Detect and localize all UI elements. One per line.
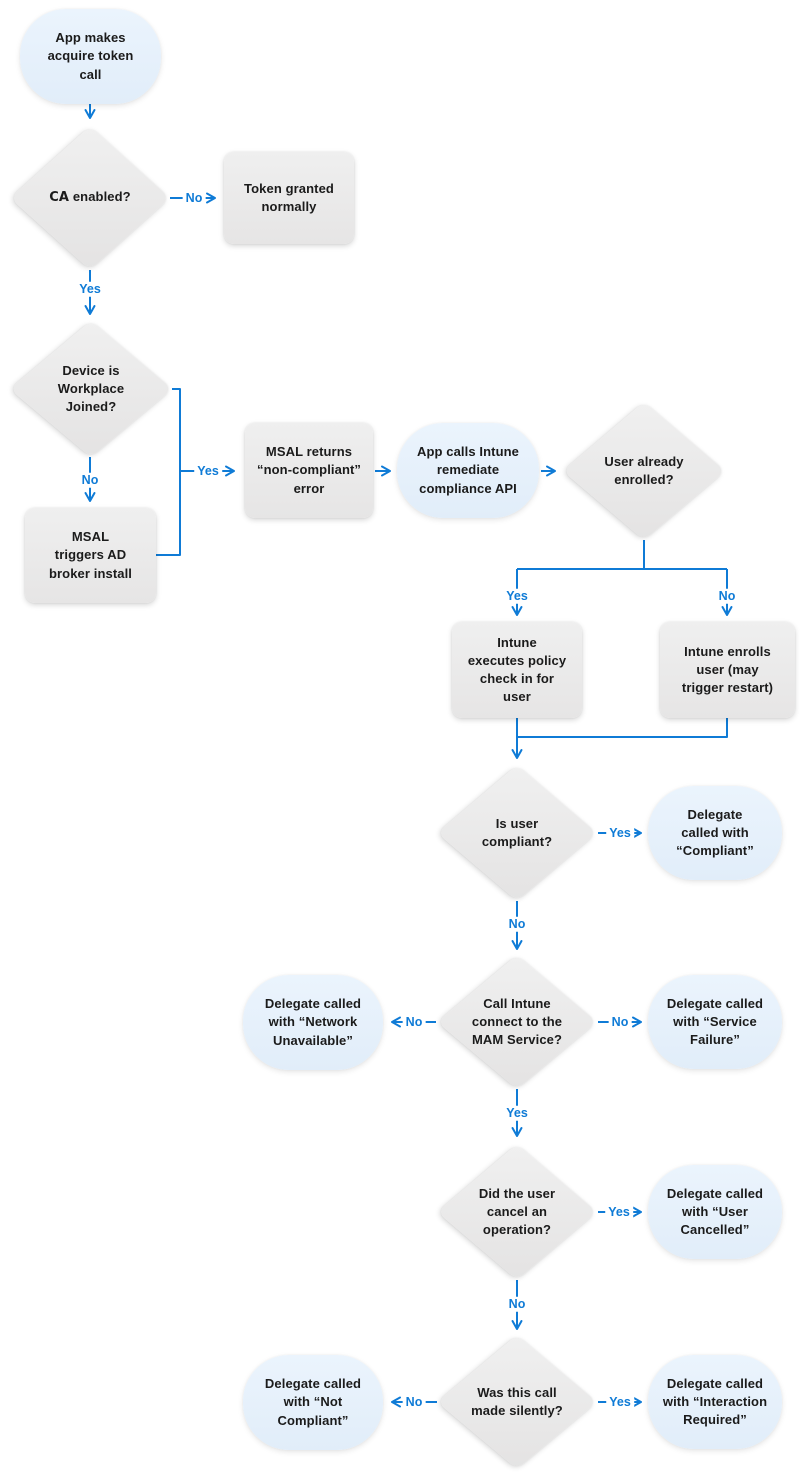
node-text: Delegate called with “Interaction Requir…: [662, 1375, 768, 1428]
result-delegate-not-compliant: Delegate called with “Not Compliant”: [243, 1355, 383, 1450]
edge-enrolled-split-bar: [517, 540, 727, 570]
node-text: Delegate called with “User Cancelled”: [666, 1185, 764, 1238]
edge-label-mam-no-left: No: [402, 1014, 426, 1030]
decision-mam-service-connect: Call Intune connect to the MAM Service?: [437, 954, 597, 1090]
edge-label-enrolled-yes: Yes: [503, 588, 531, 604]
decision-user-already-enrolled: User already enrolled?: [562, 401, 726, 541]
process-msal-broker-install: MSAL triggers AD broker install: [25, 508, 156, 603]
decision-call-made-silently: Was this call made silently?: [437, 1334, 597, 1470]
edge-label-silent-no: No: [402, 1394, 426, 1410]
node-text: Delegate called with “Service Failure”: [666, 995, 764, 1048]
node-text: Did the user cancel an operation?: [478, 1185, 556, 1238]
edge-label-ca-yes: Yes: [76, 281, 104, 297]
edge-label-ca-no: No: [182, 190, 206, 206]
node-text: Delegate called with “Not Compliant”: [264, 1376, 362, 1428]
node-text: MSAL returns “non-compliant” error: [256, 444, 362, 496]
ca-question: enabled?: [69, 189, 131, 205]
process-msal-returns-error: MSAL returns “non-compliant” error: [245, 423, 373, 518]
node-text: Is user compliant?: [481, 815, 553, 849]
node-text: Was this call made silently?: [471, 1384, 563, 1418]
node-text: Intune executes policy check in for user: [467, 634, 567, 705]
edge-label-cancel-no: No: [505, 1296, 529, 1312]
process-token-granted: Token granted normally: [224, 152, 354, 244]
decision-user-cancel-operation: Did the user cancel an operation?: [437, 1144, 597, 1280]
node-text: Delegate called with “Compliant”: [676, 806, 754, 859]
node-text: App calls Intune remediate compliance AP…: [416, 444, 519, 496]
process-intune-enrolls-user: Intune enrolls user (may trigger restart…: [660, 622, 795, 718]
edge-label-silent-yes: Yes: [606, 1394, 634, 1410]
decision-ca-enabled: CA enabled?: [10, 126, 170, 270]
edge-label-enrolled-no: No: [715, 588, 739, 604]
result-delegate-interaction-required: Delegate called with “Interaction Requir…: [648, 1355, 782, 1449]
decision-workplace-joined: Device is Workplace Joined?: [9, 320, 173, 458]
node-text: Token granted normally: [244, 180, 334, 214]
decision-is-user-compliant: Is user compliant?: [437, 765, 597, 901]
node-text: Device is Workplace Joined?: [57, 362, 125, 415]
edge-label-mam-no-right: No: [608, 1014, 632, 1030]
node-text: MSAL triggers AD broker install: [48, 529, 133, 581]
start-node-acquire-token: App makes acquire token call: [20, 9, 161, 104]
node-text: Delegate called with “Network Unavailabl…: [264, 996, 362, 1048]
edge-label-workplace-yes: Yes: [194, 463, 222, 479]
edge-label-compliant-yes: Yes: [606, 825, 634, 841]
process-intune-policy-checkin: Intune executes policy check in for user: [452, 622, 582, 718]
node-text: Call Intune connect to the MAM Service?: [471, 995, 563, 1048]
node-text: App makes acquire token call: [47, 30, 134, 82]
ca-abbreviation: CA: [49, 190, 70, 206]
node-text: Intune enrolls user (may trigger restart…: [681, 643, 774, 696]
edge-label-cancel-yes: Yes: [605, 1204, 633, 1220]
edge-label-mam-yes: Yes: [503, 1105, 531, 1121]
result-delegate-user-cancelled: Delegate called with “User Cancelled”: [648, 1165, 782, 1259]
node-app-calls-intune-api: App calls Intune remediate compliance AP…: [397, 423, 539, 518]
result-delegate-service-failure: Delegate called with “Service Failure”: [648, 975, 782, 1069]
edge-label-compliant-no: No: [505, 916, 529, 932]
result-delegate-compliant: Delegate called with “Compliant”: [648, 786, 782, 880]
edge-merge-bar: [516, 718, 728, 738]
edge-label-workplace-no: No: [78, 472, 102, 488]
node-text: User already enrolled?: [604, 453, 684, 487]
node-text: CA enabled?: [45, 188, 134, 207]
result-delegate-network-unavailable: Delegate called with “Network Unavailabl…: [243, 975, 383, 1070]
